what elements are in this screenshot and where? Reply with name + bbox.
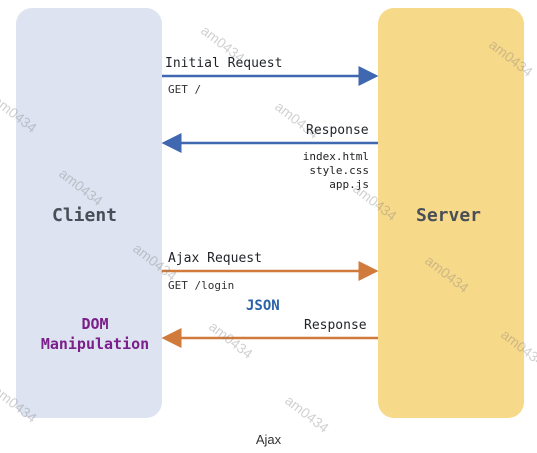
client-box — [16, 8, 162, 418]
file-item: index.html — [302, 150, 369, 163]
server-label: Server — [416, 205, 482, 226]
file-item: app.js — [329, 178, 369, 191]
dom-label-line1: DOM — [81, 315, 109, 333]
dom-manipulation-label: DOM Manipulation — [30, 314, 160, 354]
server-box — [378, 8, 524, 418]
client-label: Client — [52, 205, 118, 226]
initial-request-sub: GET / — [168, 83, 202, 96]
json-label: JSON — [246, 298, 280, 314]
file-item: style.css — [309, 164, 369, 177]
ajax-request-label: Ajax Request — [168, 251, 262, 266]
response-label-2: Response — [304, 318, 367, 333]
response-label-1: Response — [306, 123, 369, 138]
response-files: index.html style.css app.js — [303, 150, 369, 192]
diagram-caption: Ajax — [255, 432, 282, 447]
dom-label-line2: Manipulation — [40, 335, 150, 353]
initial-request-label: Initial Request — [165, 56, 283, 71]
ajax-request-sub: GET /login — [168, 279, 235, 292]
